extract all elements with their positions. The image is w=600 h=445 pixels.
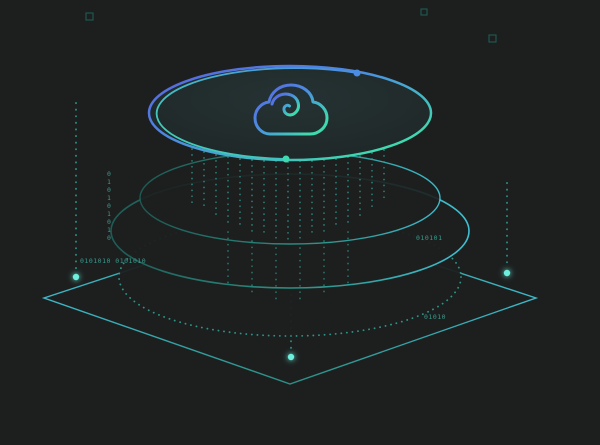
glow-dot-center <box>287 353 295 361</box>
corner-square-right <box>488 34 497 43</box>
binary-string-right-lower: 01010 <box>424 313 447 321</box>
top-disc <box>147 64 433 163</box>
corner-squares <box>85 8 497 43</box>
corner-square-top-right <box>420 8 428 16</box>
cloud-swirl <box>270 92 300 117</box>
binary-string-left-vertical: 010101010 <box>105 170 113 242</box>
rain-dots-lower <box>227 231 349 305</box>
glow-dot-left <box>72 273 80 281</box>
rain-dots-upper <box>191 148 385 240</box>
platform-ellipse-inner <box>139 151 441 245</box>
cloud-outline <box>253 83 329 136</box>
orbit-arc-dot-start <box>353 69 361 77</box>
cloud-icon <box>253 83 329 136</box>
binary-string-left-horizontal: 0101010 0101010 <box>80 257 147 265</box>
disc-face <box>147 64 433 162</box>
glow-dot-right <box>503 269 511 277</box>
corner-square-top-left <box>85 12 94 21</box>
orbit-arc <box>155 67 358 160</box>
glow-dots <box>72 269 511 361</box>
orbit-arc-dot-end <box>282 155 290 163</box>
binary-string-right: 010101 <box>416 234 443 242</box>
